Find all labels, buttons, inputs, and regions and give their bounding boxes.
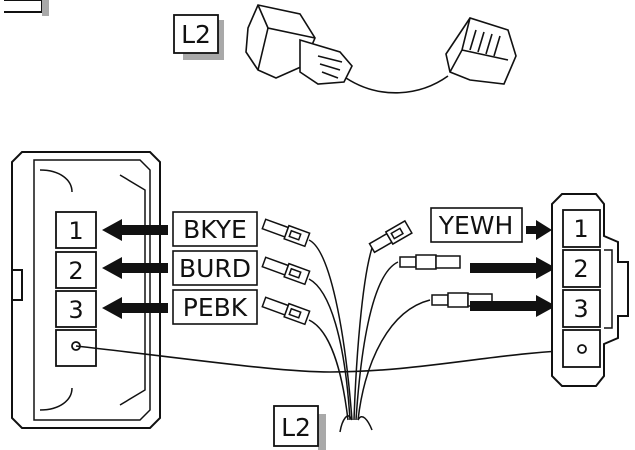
left-terminals bbox=[261, 218, 311, 326]
left-pin-box-1: 1 bbox=[55, 211, 97, 249]
ground-wire bbox=[75, 345, 583, 373]
footer-label: L2 bbox=[281, 413, 311, 442]
left-pin-3: 3 bbox=[68, 296, 83, 324]
right-pin-3: 3 bbox=[573, 295, 588, 323]
right-pin-box-3: 3 bbox=[562, 289, 601, 328]
arrow-right-3 bbox=[470, 295, 556, 317]
wire-color-bkye: BKYE bbox=[183, 215, 247, 244]
wire-color-burd: BURD bbox=[179, 254, 251, 283]
arrow-right-2 bbox=[470, 257, 556, 279]
wire-label-burd: BURD bbox=[172, 250, 258, 286]
right-pin-box-1: 1 bbox=[562, 209, 601, 248]
right-ground-terminal bbox=[577, 344, 587, 354]
right-pin-box-2: 2 bbox=[562, 249, 601, 288]
arrow-right-1 bbox=[526, 220, 552, 240]
wire-label-pebk: PEBK bbox=[172, 289, 258, 325]
arrow-left-1 bbox=[102, 219, 168, 241]
wire-color-yewh: YEWH bbox=[438, 211, 514, 240]
corner-frame-fragment bbox=[4, 0, 43, 13]
wire-label-yewh: YEWH bbox=[430, 207, 523, 243]
wire-bundle bbox=[308, 239, 431, 433]
left-pin-box-2: 2 bbox=[55, 251, 97, 289]
header-label: L2 bbox=[181, 20, 211, 49]
corner-frame-shadow bbox=[42, 0, 49, 16]
connector-pair-illustration bbox=[245, 4, 517, 94]
right-terminals bbox=[368, 219, 493, 308]
left-pin-box-3: 3 bbox=[55, 290, 97, 328]
arrow-left-3 bbox=[102, 297, 168, 319]
left-pin-2: 2 bbox=[68, 257, 83, 285]
arrow-left-2 bbox=[102, 257, 168, 279]
right-pin-2: 2 bbox=[573, 255, 588, 283]
wire-color-pebk: PEBK bbox=[183, 293, 248, 322]
right-pin-1: 1 bbox=[573, 215, 588, 243]
footer-label-box: L2 bbox=[273, 405, 326, 450]
header-label-box: L2 bbox=[173, 14, 224, 60]
right-ground-box bbox=[562, 329, 601, 368]
left-pin-1: 1 bbox=[68, 217, 83, 245]
left-connector-housing bbox=[11, 151, 161, 429]
wire-label-bkye: BKYE bbox=[172, 211, 258, 247]
